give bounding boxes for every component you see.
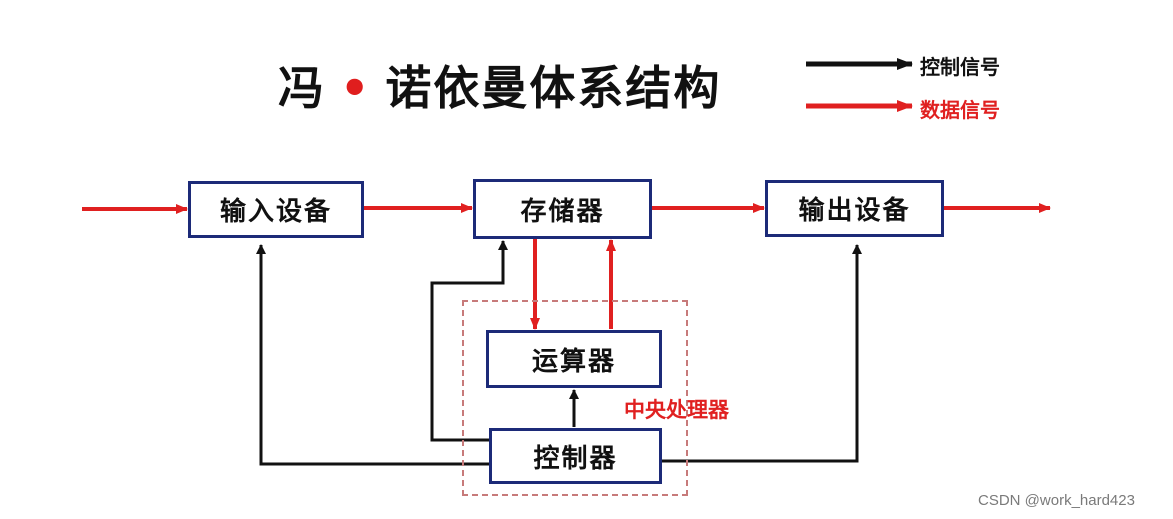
cpu-boundary [462,300,688,496]
legend-control-label: 控制信号 [920,55,1000,79]
watermark: CSDN @work_hard423 [978,492,1135,509]
cpu-label: 中央处理器 [624,398,729,422]
input-device-box: 输入设备 [188,181,364,238]
control-arrow-to-memory [430,240,508,442]
output-device-box: 输出设备 [765,180,944,237]
control-arrow-to-output [662,244,862,463]
legend-data-label: 数据信号 [920,98,1000,122]
title-rest: 诺依曼体系结构 [385,61,722,115]
memory-box: 存储器 [473,179,652,239]
diagram-title: 冯 •诺依曼体系结构 [278,52,721,118]
title-main: 冯 [278,61,326,115]
controller-box: 控制器 [489,428,662,484]
control-arrow-to-input [256,244,489,466]
title-dot: • [340,61,372,115]
alu-box: 运算器 [486,330,662,388]
